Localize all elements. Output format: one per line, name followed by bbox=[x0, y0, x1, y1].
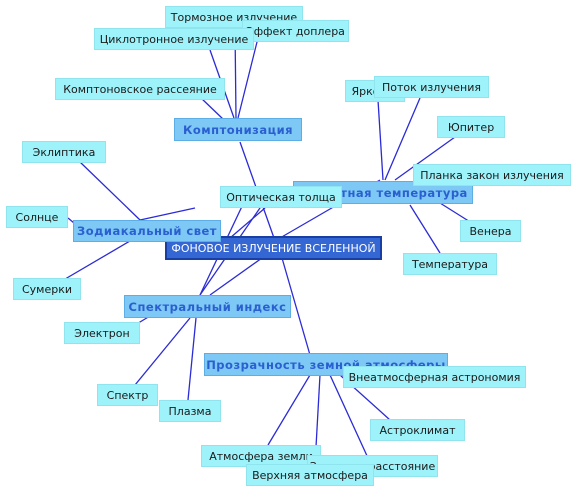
leaf-earth-atmosphere[interactable]: Атмосфера земли bbox=[201, 445, 321, 467]
leaf-ecliptic[interactable]: Эклиптика bbox=[22, 141, 106, 163]
leaf-plasma[interactable]: Плазма bbox=[159, 400, 221, 422]
leaf-doppler[interactable]: Эффект доплера bbox=[242, 20, 349, 42]
leaf-compton-scattering[interactable]: Комптоновское рассеяние bbox=[55, 78, 225, 100]
leaf-sun[interactable]: Солнце bbox=[6, 206, 68, 228]
leaf-spectrum[interactable]: Спектр bbox=[97, 384, 158, 406]
leaf-flux[interactable]: Поток излучения bbox=[374, 76, 489, 98]
hub-spectral-index[interactable]: Спектральный индекс bbox=[124, 295, 291, 318]
leaf-extra-atmospheric-astronomy[interactable]: Внеатмосферная астрономия bbox=[343, 366, 526, 388]
leaf-jupiter[interactable]: Юпитер bbox=[437, 116, 505, 138]
leaf-upper-atmosphere[interactable]: Верхняя атмосфера bbox=[246, 464, 374, 486]
leaf-electron[interactable]: Электрон bbox=[64, 322, 140, 344]
leaf-optical-depth[interactable]: Оптическая толща bbox=[220, 186, 342, 208]
leaf-astroclimate[interactable]: Астроклимат bbox=[370, 419, 465, 441]
hub-zodiacal-light[interactable]: Зодиакальный свет bbox=[73, 220, 221, 242]
leaf-cyclotron[interactable]: Циклотронное излучение bbox=[94, 28, 254, 50]
leaf-temperature[interactable]: Температура bbox=[403, 253, 497, 275]
leaf-planck-law[interactable]: Планка закон излучения bbox=[413, 164, 571, 186]
hub-comptonization[interactable]: Комптонизация bbox=[174, 118, 302, 141]
leaf-twilight[interactable]: Сумерки bbox=[13, 278, 81, 300]
leaf-venus[interactable]: Венера bbox=[460, 220, 521, 242]
